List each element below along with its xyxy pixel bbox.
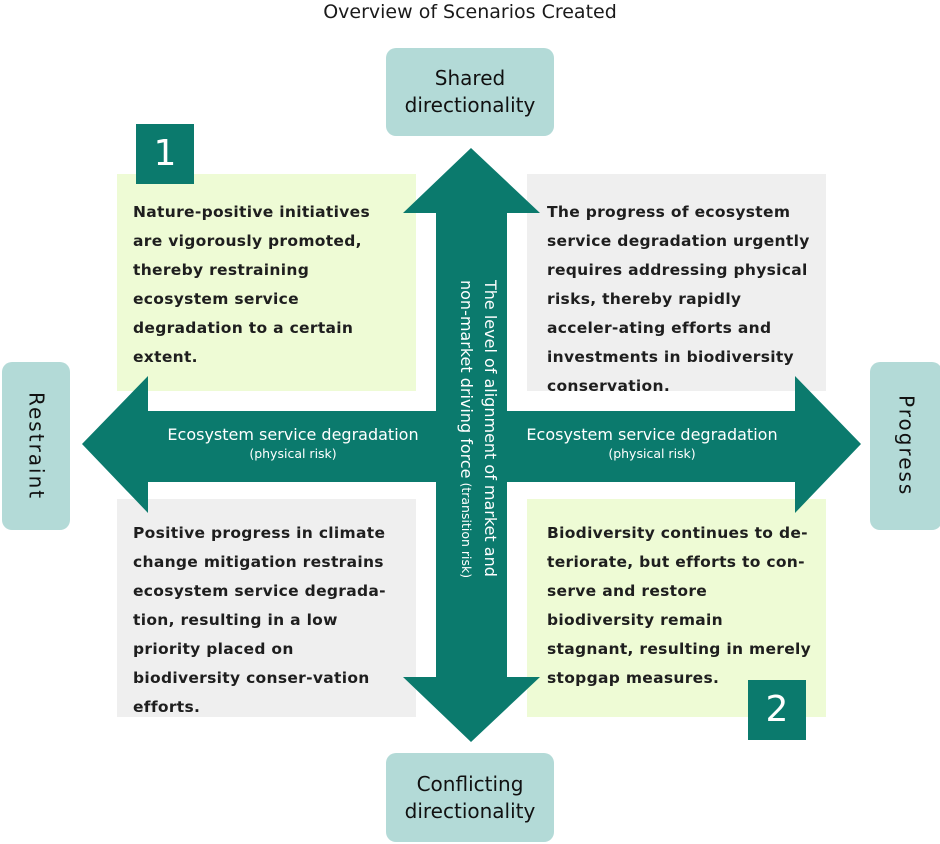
axis-label-main: Ecosystem service degradation — [167, 425, 419, 444]
diagram-title: Overview of Scenarios Created — [323, 1, 617, 23]
pole-label-line: Shared — [434, 66, 506, 90]
axis-label-sub: (physical risk) — [249, 446, 337, 461]
horizontal-axis-label-right: Ecosystem service degradation (physical … — [507, 425, 797, 462]
axis-label-line1: The level of alignment of market and — [481, 280, 500, 577]
horizontal-axis-label-left: Ecosystem service degradation (physical … — [150, 425, 436, 462]
pole-label-line: directionality — [404, 798, 536, 823]
scenario-badge-2: 2 — [748, 680, 806, 740]
vertical-axis-label: The level of alignment of market and non… — [446, 280, 502, 650]
pole-conflicting-directionality: Conflicting directionality — [386, 753, 554, 842]
pole-label: Restraint — [24, 391, 49, 501]
pole-restraint: Restraint — [2, 362, 70, 530]
axis-label-main: non-market driving force — [457, 280, 476, 479]
pole-label-line: directionality — [404, 93, 536, 117]
quadrant-text: Nature-positive initiatives are vigorous… — [133, 203, 370, 366]
pole-progress: Progress — [870, 362, 940, 530]
pole-label: Progress — [894, 395, 919, 497]
quadrant-text: Biodiversity continues to de-teriorate, … — [547, 524, 812, 687]
axis-label-sub: (physical risk) — [608, 446, 696, 461]
axis-label-line2: non-market driving force (transition ris… — [454, 280, 478, 650]
axis-label-main: Ecosystem service degradation — [526, 425, 778, 444]
pole-shared-directionality: Shared directionality — [386, 48, 554, 136]
axis-label-sub: (transition risk) — [459, 478, 474, 579]
quadrant-text: The progress of ecosystem service degrad… — [547, 203, 810, 395]
pole-label-line: Conflicting — [416, 771, 524, 796]
scenario-badge-1: 1 — [136, 124, 194, 184]
quadrant-text: Positive progress in climate change miti… — [133, 524, 386, 716]
vertical-double-arrow — [403, 148, 540, 742]
quadrant-top-right: The progress of ecosystem service degrad… — [527, 174, 826, 395]
quadrant-top-left: Nature-positive initiatives are vigorous… — [117, 174, 416, 391]
quadrant-bottom-left: Positive progress in climate change miti… — [117, 499, 416, 717]
